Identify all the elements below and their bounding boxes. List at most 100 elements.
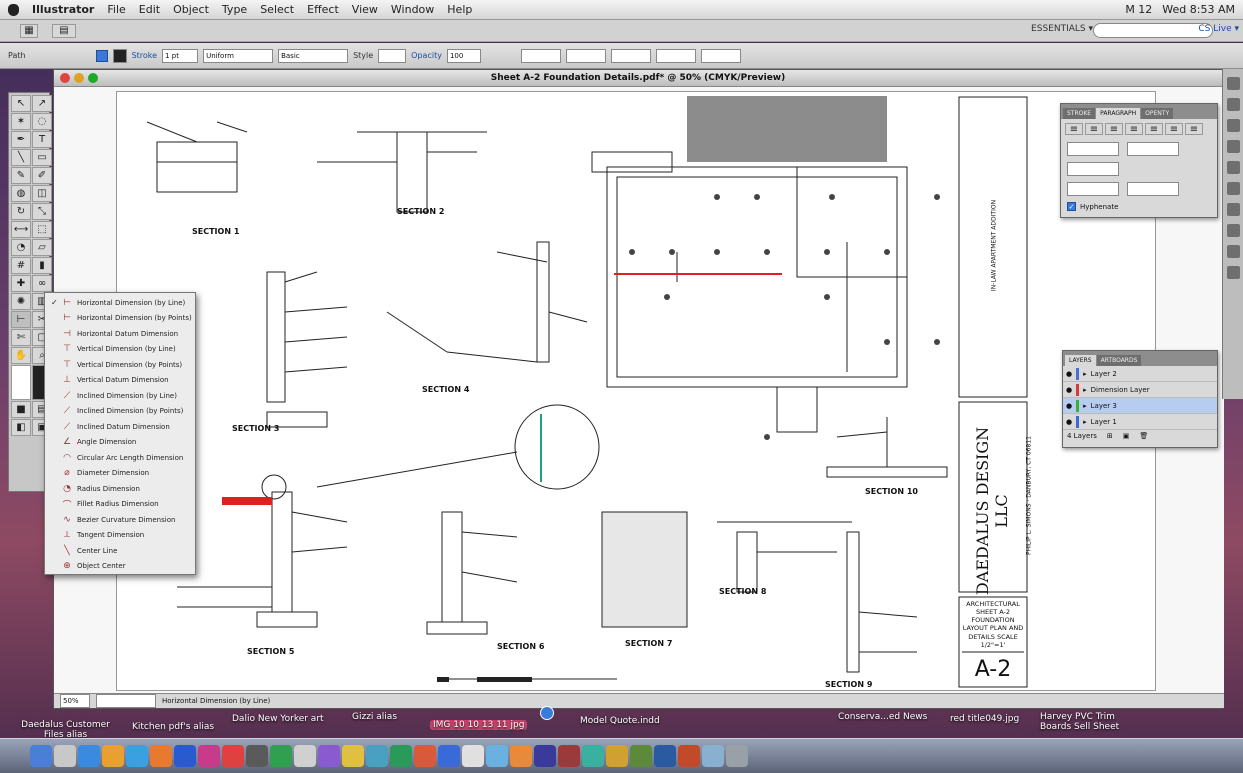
selection-tool-icon[interactable]: ↖: [11, 95, 31, 112]
desktop-icon-label[interactable]: Dalio New Yorker art: [232, 714, 324, 724]
lasso-tool-icon[interactable]: ◌: [32, 113, 52, 130]
menu-item-vertical-line[interactable]: ✓⊤Vertical Dimension (by Line): [63, 344, 176, 355]
firefox-icon[interactable]: [102, 745, 124, 767]
stroke-weight-field[interactable]: 1 pt: [162, 48, 199, 63]
menu-item-inclined-line[interactable]: ✓⟋Inclined Dimension (by Line): [63, 390, 177, 401]
flash-icon[interactable]: [558, 745, 580, 767]
menu-item-object-center[interactable]: ✓⊕Object Center: [63, 561, 126, 572]
app-menu[interactable]: Illustrator: [32, 3, 95, 16]
style-select[interactable]: [378, 48, 407, 63]
pencil-tool-icon[interactable]: ✐: [32, 167, 52, 184]
scissors-tool-icon[interactable]: ✄: [11, 329, 31, 346]
menu-item-diameter[interactable]: ✓⌀Diameter Dimension: [45, 466, 195, 482]
align-left-icon[interactable]: ≡: [1065, 123, 1083, 135]
transform-w-field[interactable]: [610, 48, 651, 63]
stroke-swatch[interactable]: [112, 48, 127, 63]
menu-item-inclined-points[interactable]: ✓⟋Inclined Dimension (by Points): [63, 406, 184, 417]
scale-tool-icon[interactable]: ⤡: [32, 203, 52, 220]
menu-type[interactable]: Type: [221, 3, 248, 16]
menu-item-center-line[interactable]: ✓╲Center Line: [45, 543, 195, 559]
stroke-label[interactable]: Stroke: [131, 51, 158, 60]
menu-view[interactable]: View: [351, 3, 378, 16]
messages-icon[interactable]: [270, 745, 292, 767]
pen-tool-icon[interactable]: ✒: [11, 131, 31, 148]
itunes-icon[interactable]: [318, 745, 340, 767]
menu-item-horizontal-line[interactable]: ✓⊢Horizontal Dimension (by Line): [51, 297, 186, 308]
desktop-icon-label-selected[interactable]: IMG 10 10 13 11 jpg: [430, 720, 528, 730]
first-line-indent-field[interactable]: [1067, 162, 1119, 176]
line-tool-icon[interactable]: ╲: [11, 149, 31, 166]
tab-artboards[interactable]: ARTBOARDS: [1096, 355, 1142, 366]
free-transform-tool-icon[interactable]: ⬚: [32, 221, 52, 238]
draw-mode-icon[interactable]: ◧: [11, 419, 31, 436]
zoom-level-field[interactable]: 50%: [60, 694, 90, 708]
desktop-icon-label[interactable]: Harvey PVC Trim Boards Sell Sheet: [1040, 712, 1120, 732]
layer-row[interactable]: ●▸Layer 1: [1063, 414, 1217, 430]
photoshop-icon[interactable]: [174, 745, 196, 767]
new-sublayer-icon[interactable]: ⊞: [1106, 432, 1113, 440]
transform-h-field[interactable]: [655, 48, 696, 63]
transform-y-field[interactable]: [565, 48, 606, 63]
artboard-navigation[interactable]: [96, 694, 156, 708]
delete-layer-icon[interactable]: 🗑: [1139, 432, 1149, 440]
tab-opentype[interactable]: OPENTY: [1141, 108, 1174, 119]
swatches-panel-icon[interactable]: [1226, 98, 1240, 111]
menu-item-tangent[interactable]: ✓⟂Tangent Dimension: [63, 530, 145, 541]
space-before-field[interactable]: [1067, 182, 1119, 196]
symbols-panel-icon[interactable]: [1226, 140, 1240, 153]
expand-arrow-icon[interactable]: ▸: [1083, 385, 1087, 394]
layer-row-selected[interactable]: ●▸Layer 3: [1063, 398, 1217, 414]
dreamweaver-icon[interactable]: [534, 745, 556, 767]
powerpoint-icon[interactable]: [678, 745, 700, 767]
expand-arrow-icon[interactable]: ▸: [1083, 417, 1087, 426]
indesign-icon[interactable]: [198, 745, 220, 767]
blob-brush-tool-icon[interactable]: ◍: [11, 185, 31, 202]
rotate-tool-icon[interactable]: ↻: [11, 203, 31, 220]
right-indent-field[interactable]: [1127, 142, 1179, 156]
mesh-tool-icon[interactable]: #: [11, 257, 31, 274]
brushes-panel-icon[interactable]: [1226, 119, 1240, 132]
color-mode-icon[interactable]: ■: [11, 401, 31, 418]
keynote-icon[interactable]: [414, 745, 436, 767]
eye-icon[interactable]: ●: [1066, 417, 1073, 426]
word-icon[interactable]: [654, 745, 676, 767]
fill-swatch[interactable]: [95, 49, 108, 62]
direct-selection-tool-icon[interactable]: ↗: [32, 95, 52, 112]
opacity-label[interactable]: Opacity: [411, 51, 442, 60]
menu-object[interactable]: Object: [173, 3, 209, 16]
desktop-icon-label[interactable]: Conserva...ed News: [838, 712, 928, 722]
menu-item-bezier[interactable]: ✓∿Bezier Curvature Dimension: [63, 514, 176, 525]
pages-icon[interactable]: [438, 745, 460, 767]
menu-item-inclined-datum[interactable]: ✓⟋Inclined Datum Dimension: [63, 421, 170, 432]
space-after-field[interactable]: [1127, 182, 1179, 196]
notes-icon[interactable]: [342, 745, 364, 767]
safari-icon[interactable]: [78, 745, 100, 767]
align-panel-icon[interactable]: [1226, 266, 1240, 279]
graphic-styles-panel-icon[interactable]: [1226, 161, 1240, 174]
menu-effect[interactable]: Effect: [307, 3, 339, 16]
magic-wand-tool-icon[interactable]: ✶: [11, 113, 31, 130]
apple-icon[interactable]: [8, 3, 19, 16]
menu-item-radius[interactable]: ✓◔Radius Dimension: [63, 483, 140, 494]
menu-item-vertical-datum[interactable]: ✓⊥Vertical Datum Dimension: [63, 375, 169, 386]
expand-arrow-icon[interactable]: ▸: [1083, 369, 1087, 378]
sketchup-icon[interactable]: [606, 745, 628, 767]
search-field[interactable]: [1093, 23, 1213, 38]
new-layer-icon[interactable]: ▣: [1122, 432, 1130, 440]
menu-window[interactable]: Window: [390, 3, 435, 16]
fill-color-icon[interactable]: [11, 365, 31, 400]
align-right-icon[interactable]: ≡: [1105, 123, 1123, 135]
menu-item-fillet[interactable]: ✓⌒Fillet Radius Dimension: [45, 497, 195, 513]
justify-right-icon[interactable]: ≡: [1165, 123, 1183, 135]
hyphenate-checkbox[interactable]: ✓: [1067, 202, 1076, 211]
eyedropper-tool-icon[interactable]: ✚: [11, 275, 31, 292]
justify-all-icon[interactable]: ≡: [1185, 123, 1203, 135]
eye-icon[interactable]: ●: [1066, 385, 1073, 394]
artboard[interactable]: SECTION 1 SECTION 2 SECTION 3 SECTION 4 …: [116, 91, 1156, 691]
bridge-icon[interactable]: ▦: [20, 23, 38, 38]
symbol-sprayer-tool-icon[interactable]: ✺: [11, 293, 31, 310]
layer-row[interactable]: ●▸Dimension Layer: [1063, 382, 1217, 398]
eye-icon[interactable]: ●: [1066, 401, 1073, 410]
menu-select[interactable]: Select: [260, 3, 295, 16]
tab-stroke[interactable]: STROKE: [1063, 108, 1096, 119]
